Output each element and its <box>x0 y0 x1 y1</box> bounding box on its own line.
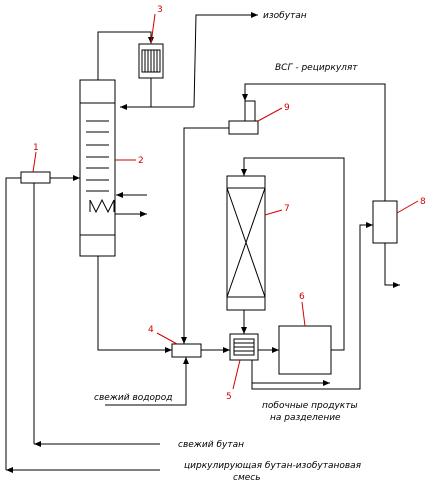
callout-3: 3 <box>157 5 163 15</box>
unit-3-condenser <box>138 43 164 79</box>
label-isobutane: изобутан <box>263 11 307 21</box>
label-recycle-mix-2: смесь <box>233 473 261 483</box>
callout-7: 7 <box>284 204 290 214</box>
unit-7-reactor <box>226 175 266 311</box>
unit-8-vessel <box>372 200 398 244</box>
callout-9: 9 <box>284 103 290 113</box>
label-byproducts-2: на разделение <box>270 413 341 423</box>
label-fresh-butane: свежий бутан <box>178 440 244 450</box>
callout-8: 8 <box>420 197 426 207</box>
callout-2: 2 <box>138 156 144 166</box>
label-recycle-gas: ВСГ - рециркулят <box>275 63 358 73</box>
callout-4: 4 <box>148 325 154 335</box>
unit-4-mixer <box>171 343 202 358</box>
pipelines <box>5 12 400 473</box>
unit-2-column <box>79 79 116 257</box>
unit-1-mixer <box>20 171 51 184</box>
unit-6-separator <box>278 325 332 375</box>
callout-6: 6 <box>299 292 305 302</box>
label-fresh-hydrogen: свежий водород <box>94 393 172 403</box>
unit-9-compressor <box>228 100 259 135</box>
label-byproducts-1: побочные продукты <box>262 401 358 411</box>
callout-1: 1 <box>33 143 39 153</box>
callout-leaders <box>32 13 419 390</box>
label-recycle-mix-1: циркулирующая бутан-изобутановая <box>184 461 362 471</box>
callout-5: 5 <box>226 392 232 402</box>
unit-5-heat-exchanger <box>229 333 259 361</box>
